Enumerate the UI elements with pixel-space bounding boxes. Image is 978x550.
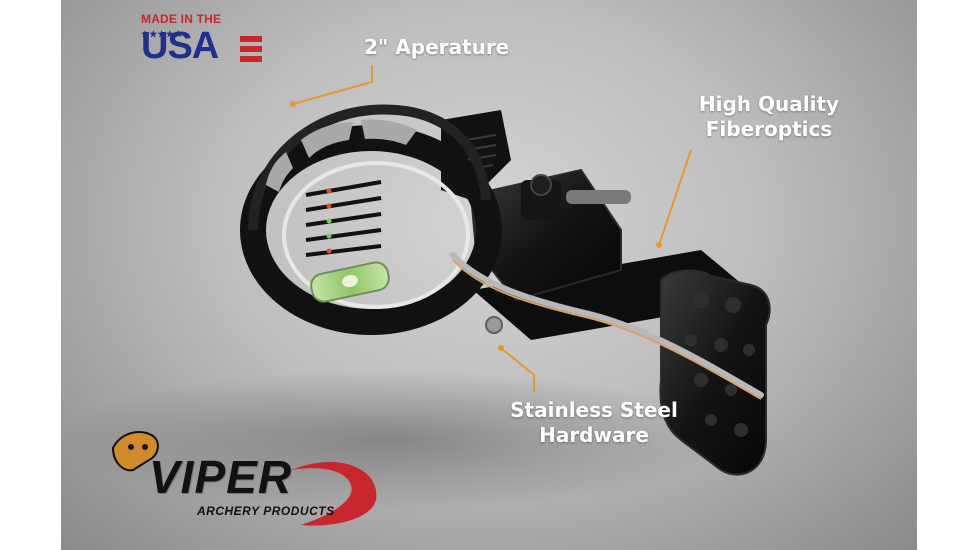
callout-hardware: Stainless Steel Hardware xyxy=(499,398,689,448)
aperture-ring xyxy=(282,161,470,309)
leader-aperture xyxy=(292,65,373,105)
callout-fiberoptics-line1: High Quality xyxy=(698,92,840,116)
made-in-usa-badge: MADE IN THE ★★★★★ USA xyxy=(141,12,266,70)
steel-pin xyxy=(566,190,631,204)
mounting-plate-holes xyxy=(685,292,755,437)
leader-hardware xyxy=(500,347,535,392)
badge-stars: ★★★★★ xyxy=(141,29,183,39)
callout-leader-lines xyxy=(292,65,692,392)
callout-dots xyxy=(290,101,662,351)
stainless-screw xyxy=(485,316,503,334)
callout-hardware-line2: Hardware xyxy=(539,423,649,447)
housing-cutouts xyxy=(266,119,417,192)
logo-brand-text: VIPER xyxy=(149,451,293,503)
fiber-optic-tube xyxy=(450,252,764,398)
badge-top-text: MADE IN THE ★★★★★ xyxy=(141,12,266,40)
viper-archery-logo: VIPER ARCHERY PRODUCTS xyxy=(141,428,441,528)
adjustment-knob xyxy=(521,180,561,220)
knob-cap xyxy=(530,174,552,196)
callout-hardware-line1: Stainless Steel xyxy=(510,398,678,422)
logo-swoosh xyxy=(291,461,377,526)
snake-head-emblem xyxy=(111,431,159,472)
flag-stripes-icon xyxy=(240,36,262,62)
callout-fiberoptics-line2: Fiberoptics xyxy=(705,117,833,141)
callout-aperture: 2" Aperature xyxy=(364,35,509,60)
product-photo-background: MADE IN THE ★★★★★ USA 2" Aperature High … xyxy=(61,0,917,550)
callout-fiberoptics: High Quality Fiberoptics xyxy=(679,92,859,142)
fiber-optic-strand xyxy=(452,259,762,400)
sight-pins xyxy=(305,180,382,257)
bow-sight-illustration xyxy=(61,65,771,526)
housing-top-edge xyxy=(248,104,491,231)
floor-shadow xyxy=(61,370,731,510)
callout-aperture-text: 2" Aperature xyxy=(364,35,510,59)
badge-made-in-text: MADE IN THE xyxy=(141,12,222,26)
badge-usa-text: USA xyxy=(141,25,219,67)
level-bubble xyxy=(342,274,358,288)
logo-subtitle-text: ARCHERY PRODUCTS xyxy=(197,504,335,518)
leader-fiberoptics xyxy=(658,149,692,246)
